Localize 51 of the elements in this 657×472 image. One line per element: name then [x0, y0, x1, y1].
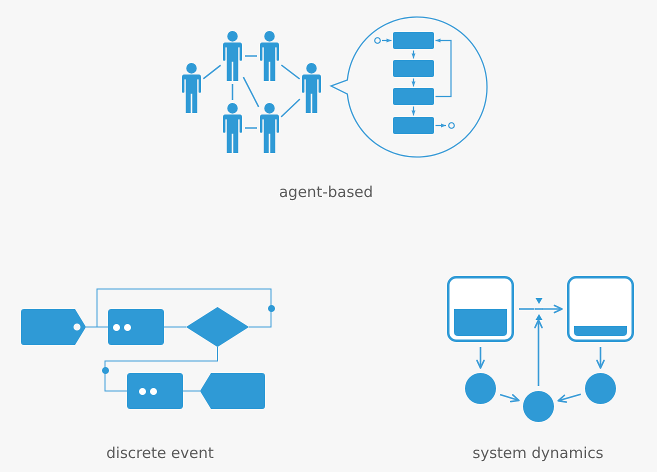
connector-line [232, 84, 234, 100]
caption: agent-based [278, 183, 374, 201]
caption: system dynamics [472, 444, 604, 462]
connector-line [96, 288, 272, 328]
person-icon [223, 31, 242, 81]
arrow [557, 393, 582, 403]
arrow [382, 38, 392, 42]
connector-line [245, 55, 257, 57]
arrow [476, 347, 485, 369]
person-icon [260, 31, 279, 81]
arrow [436, 124, 446, 128]
person-icon [260, 103, 279, 153]
arrow [436, 38, 452, 98]
arrow [500, 394, 520, 402]
process-box [393, 88, 434, 105]
source-tag [21, 309, 86, 345]
speech-bubble [330, 16, 488, 158]
process-box [393, 60, 434, 77]
person-icon [223, 103, 242, 153]
filled-circle [585, 373, 616, 404]
arrow [596, 347, 605, 369]
connector-line [182, 390, 200, 392]
queue-box [108, 309, 164, 345]
filled-circle [523, 391, 554, 422]
process-box [393, 32, 434, 49]
ring-icon [374, 37, 380, 44]
valve-icon [534, 298, 542, 320]
person-icon [182, 63, 201, 113]
connector-line [519, 308, 534, 310]
arrow [534, 319, 543, 386]
filled-circle [465, 373, 496, 404]
arrow [412, 78, 416, 86]
arrow [542, 304, 563, 314]
stock-tank [447, 276, 514, 342]
connector-line [280, 98, 300, 118]
queue-box [127, 373, 183, 409]
process-box [393, 117, 434, 134]
caption: discrete event [106, 444, 214, 462]
connector-line [280, 64, 300, 80]
decision-diamond [186, 307, 249, 347]
connector-line [202, 64, 222, 80]
ring-icon [448, 122, 454, 129]
connector-line [164, 326, 186, 328]
stock-tank [567, 276, 634, 342]
connector-line [104, 346, 218, 392]
connector-line [245, 127, 257, 129]
sink-tag [200, 373, 265, 409]
person-icon [302, 63, 321, 113]
arrow [412, 106, 416, 116]
arrow [412, 50, 416, 58]
connector-line [242, 76, 260, 108]
